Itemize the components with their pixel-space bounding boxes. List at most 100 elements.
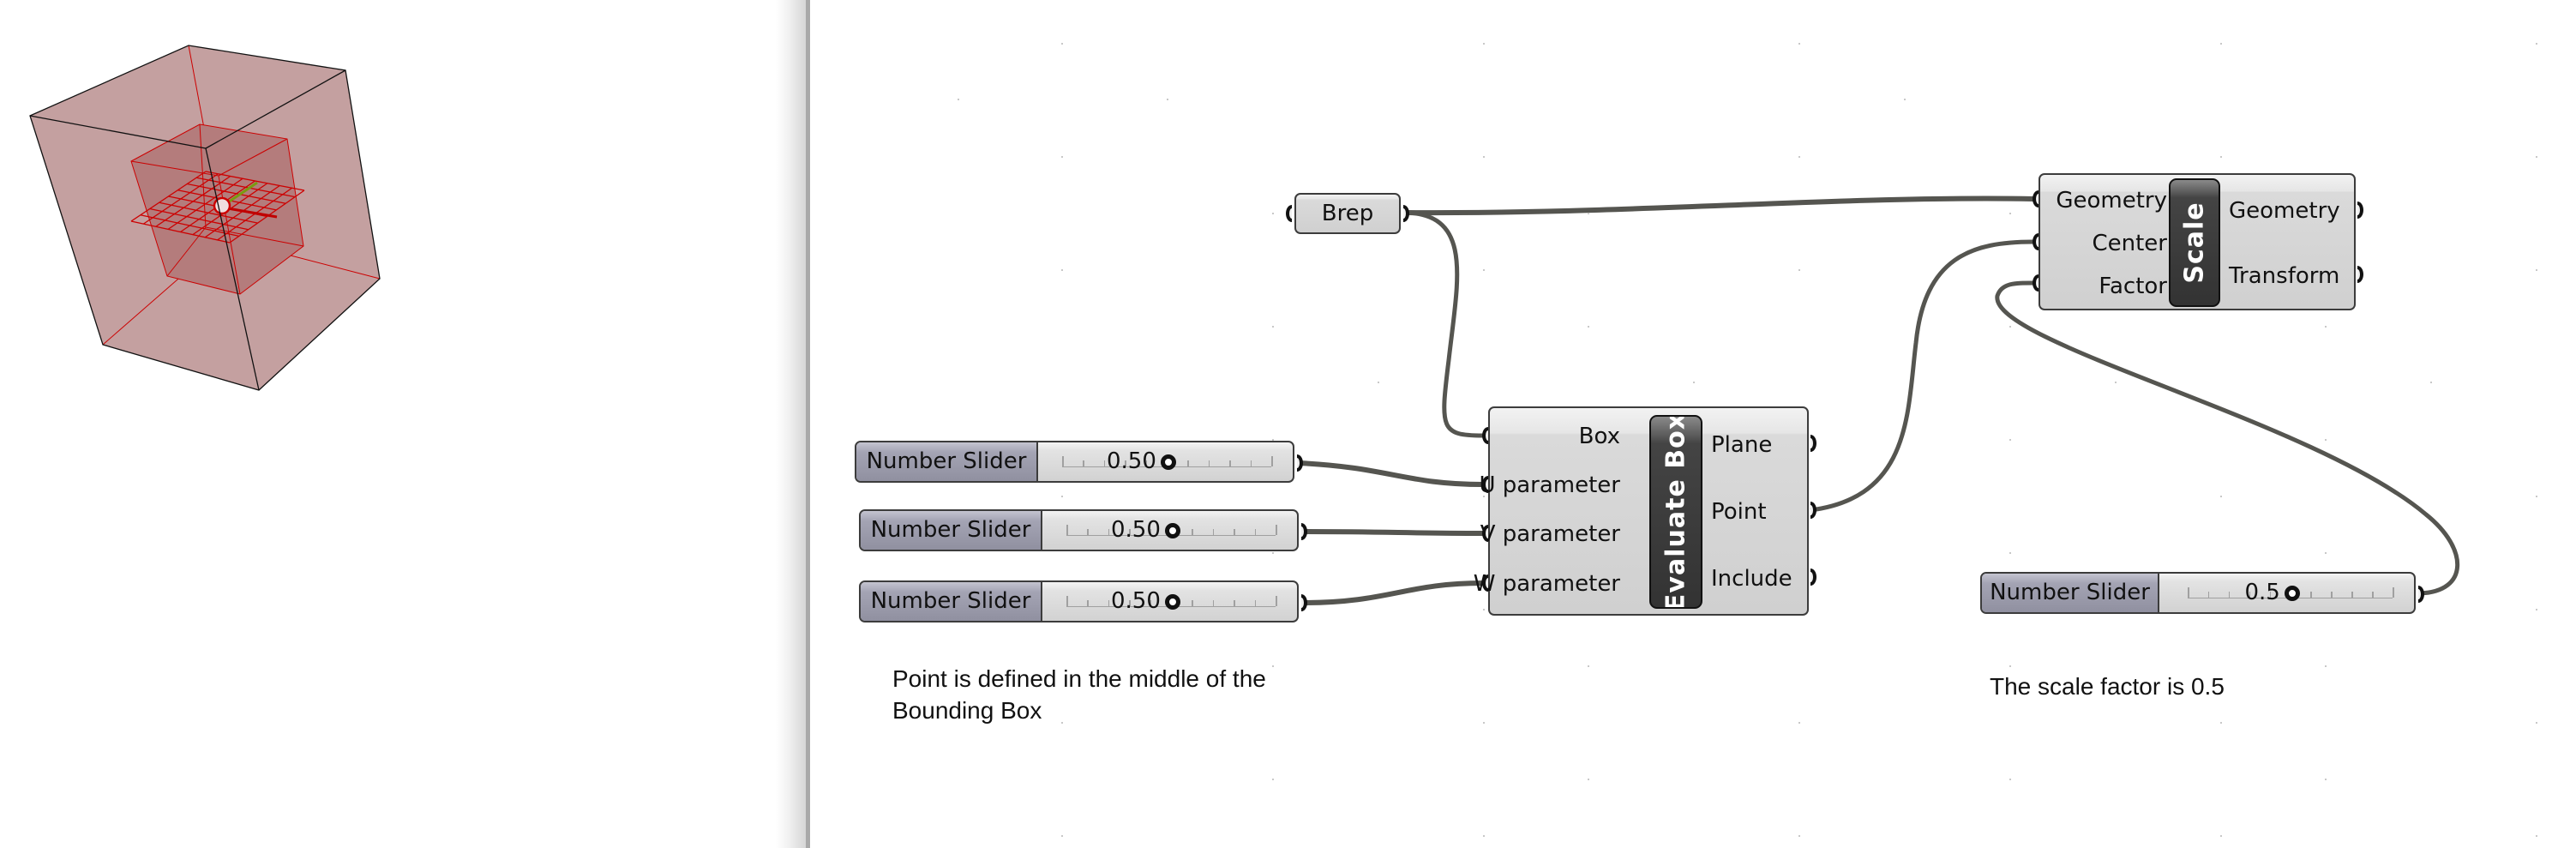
slider-tick	[1212, 529, 1215, 535]
scale-note[interactable]: The scale factor is 0.5	[1990, 673, 2225, 700]
slider-value: 0.50	[1107, 448, 1156, 474]
scale-input-factor[interactable]	[2033, 274, 2039, 292]
slider-knob[interactable]	[1165, 523, 1180, 538]
grid-dot	[1483, 269, 1485, 271]
slider-tick	[1192, 600, 1193, 606]
slider-tick	[1254, 529, 1257, 535]
slider-value: 0.5	[2244, 580, 2280, 605]
grid-dot	[1272, 439, 1274, 441]
scale-input-geometry[interactable]	[2033, 190, 2039, 207]
slider-tick	[1229, 460, 1231, 466]
grid-dot	[1378, 382, 1379, 383]
brep-label: Brep	[1321, 201, 1374, 226]
slider-tick	[1254, 600, 1257, 606]
slider-tick	[1212, 600, 1215, 606]
slider-knob[interactable]	[1165, 594, 1180, 610]
evaluate-box-input-box[interactable]	[1482, 427, 1488, 444]
output-label-point: Point	[1711, 499, 1767, 525]
grid-dot	[2536, 835, 2537, 837]
slider-tick	[2393, 587, 2394, 598]
slider-w-output-port[interactable]	[1301, 594, 1307, 611]
evaluate-box-output-point[interactable]	[1810, 502, 1816, 519]
scale-output-geometry[interactable]	[2357, 201, 2363, 219]
slider-knob[interactable]	[2284, 586, 2300, 601]
slider-tick	[1083, 460, 1084, 466]
brep-output-port[interactable]	[1403, 205, 1409, 222]
scale-component[interactable]: Geometry Center Factor Scale Geometry Tr…	[2039, 173, 2356, 310]
grid-dot	[1588, 213, 1589, 214]
grid-dot	[958, 99, 959, 100]
grid-dot	[2220, 43, 2222, 45]
panel-splitter[interactable]	[806, 0, 810, 848]
grid-dot	[2220, 722, 2222, 724]
slider-tick	[2269, 592, 2272, 598]
slider-v-output-port[interactable]	[1301, 523, 1307, 540]
grid-dot	[2220, 496, 2222, 497]
output-label-plane: Plane	[1711, 432, 1773, 458]
brep-input-port[interactable]	[1286, 205, 1292, 222]
grid-dot	[2325, 665, 2327, 667]
scale-output-transform[interactable]	[2357, 266, 2363, 283]
grid-dot	[2009, 326, 2011, 328]
slider-tick	[1125, 460, 1126, 466]
number-slider-u[interactable]: Number Slider 0.50	[855, 441, 1294, 483]
scale-input-center[interactable]	[2033, 233, 2039, 250]
slider-tick	[1234, 529, 1235, 535]
evaluate-box-component[interactable]: Box U parameter V parameter W parameter …	[1474, 406, 1809, 616]
evaluate-box-name-bar[interactable]: Evaluate Box	[1649, 415, 1702, 609]
grid-dot	[2536, 609, 2537, 610]
scale-name-bar[interactable]: Scale	[2169, 178, 2220, 307]
slider-tick	[2207, 592, 2210, 598]
number-slider-v[interactable]: Number Slider 0.50	[859, 509, 1299, 551]
input-label-u: U parameter	[1479, 472, 1620, 498]
grid-dot	[1167, 99, 1168, 100]
scale-input-label-center: Center	[2092, 231, 2167, 256]
grid-dot	[1061, 269, 1063, 271]
grid-dot	[2115, 382, 2117, 383]
slider-factor-output-port[interactable]	[2418, 586, 2424, 603]
grid-dot	[1483, 835, 1485, 837]
grid-dot	[2325, 326, 2327, 328]
grid-dot	[2220, 835, 2222, 837]
grid-dot	[2430, 382, 2432, 383]
grid-dot	[2536, 496, 2537, 497]
grid-dot	[2536, 722, 2537, 724]
evaluate-box-input-u[interactable]	[1482, 476, 1488, 493]
scale-input-label-factor: Factor	[2099, 274, 2167, 299]
brep-parameter[interactable]: Brep	[1294, 193, 1401, 234]
grid-dot	[1798, 156, 1800, 158]
evaluate-box-input-w[interactable]	[1482, 574, 1488, 592]
slider-tick	[1150, 529, 1152, 535]
grid-line	[187, 183, 286, 204]
rhino-viewport[interactable]	[0, 0, 776, 848]
slider-tick	[1066, 525, 1068, 535]
grid-dot	[1798, 269, 1800, 271]
grid-dot	[2009, 213, 2011, 214]
grid-dot	[1483, 609, 1485, 610]
slider-tick	[2188, 587, 2189, 598]
grid-dot	[1061, 43, 1063, 45]
grid-dot	[1061, 156, 1063, 158]
slider-u-output-port[interactable]	[1297, 454, 1303, 472]
slider-tick	[1066, 596, 1068, 606]
slider-value: 0.50	[1111, 588, 1161, 614]
evaluate-box-output-plane[interactable]	[1810, 435, 1816, 452]
slider-tick	[1276, 596, 1277, 606]
slider-tick	[1062, 456, 1064, 466]
evaluated-point	[213, 196, 231, 215]
grid-dot	[2009, 439, 2011, 441]
slider-knob[interactable]	[1161, 454, 1176, 470]
point-note[interactable]: Point is defined in the middle of the Bo…	[892, 665, 1266, 724]
number-slider-w[interactable]: Number Slider 0.50	[859, 580, 1299, 622]
slider-tick	[1250, 460, 1252, 466]
slider-tick	[2351, 592, 2353, 598]
viewport-geometry	[29, 45, 381, 391]
evaluate-box-input-v[interactable]	[1482, 525, 1488, 542]
grid-dot	[2325, 439, 2327, 441]
slider-value: 0.50	[1111, 517, 1161, 543]
grid-dot	[1272, 326, 1274, 328]
grid-dot	[1272, 779, 1274, 780]
evaluate-box-output-include[interactable]	[1810, 568, 1816, 586]
number-slider-factor[interactable]: Number Slider 0.5	[1980, 572, 2416, 614]
input-label-box: Box	[1578, 424, 1620, 449]
